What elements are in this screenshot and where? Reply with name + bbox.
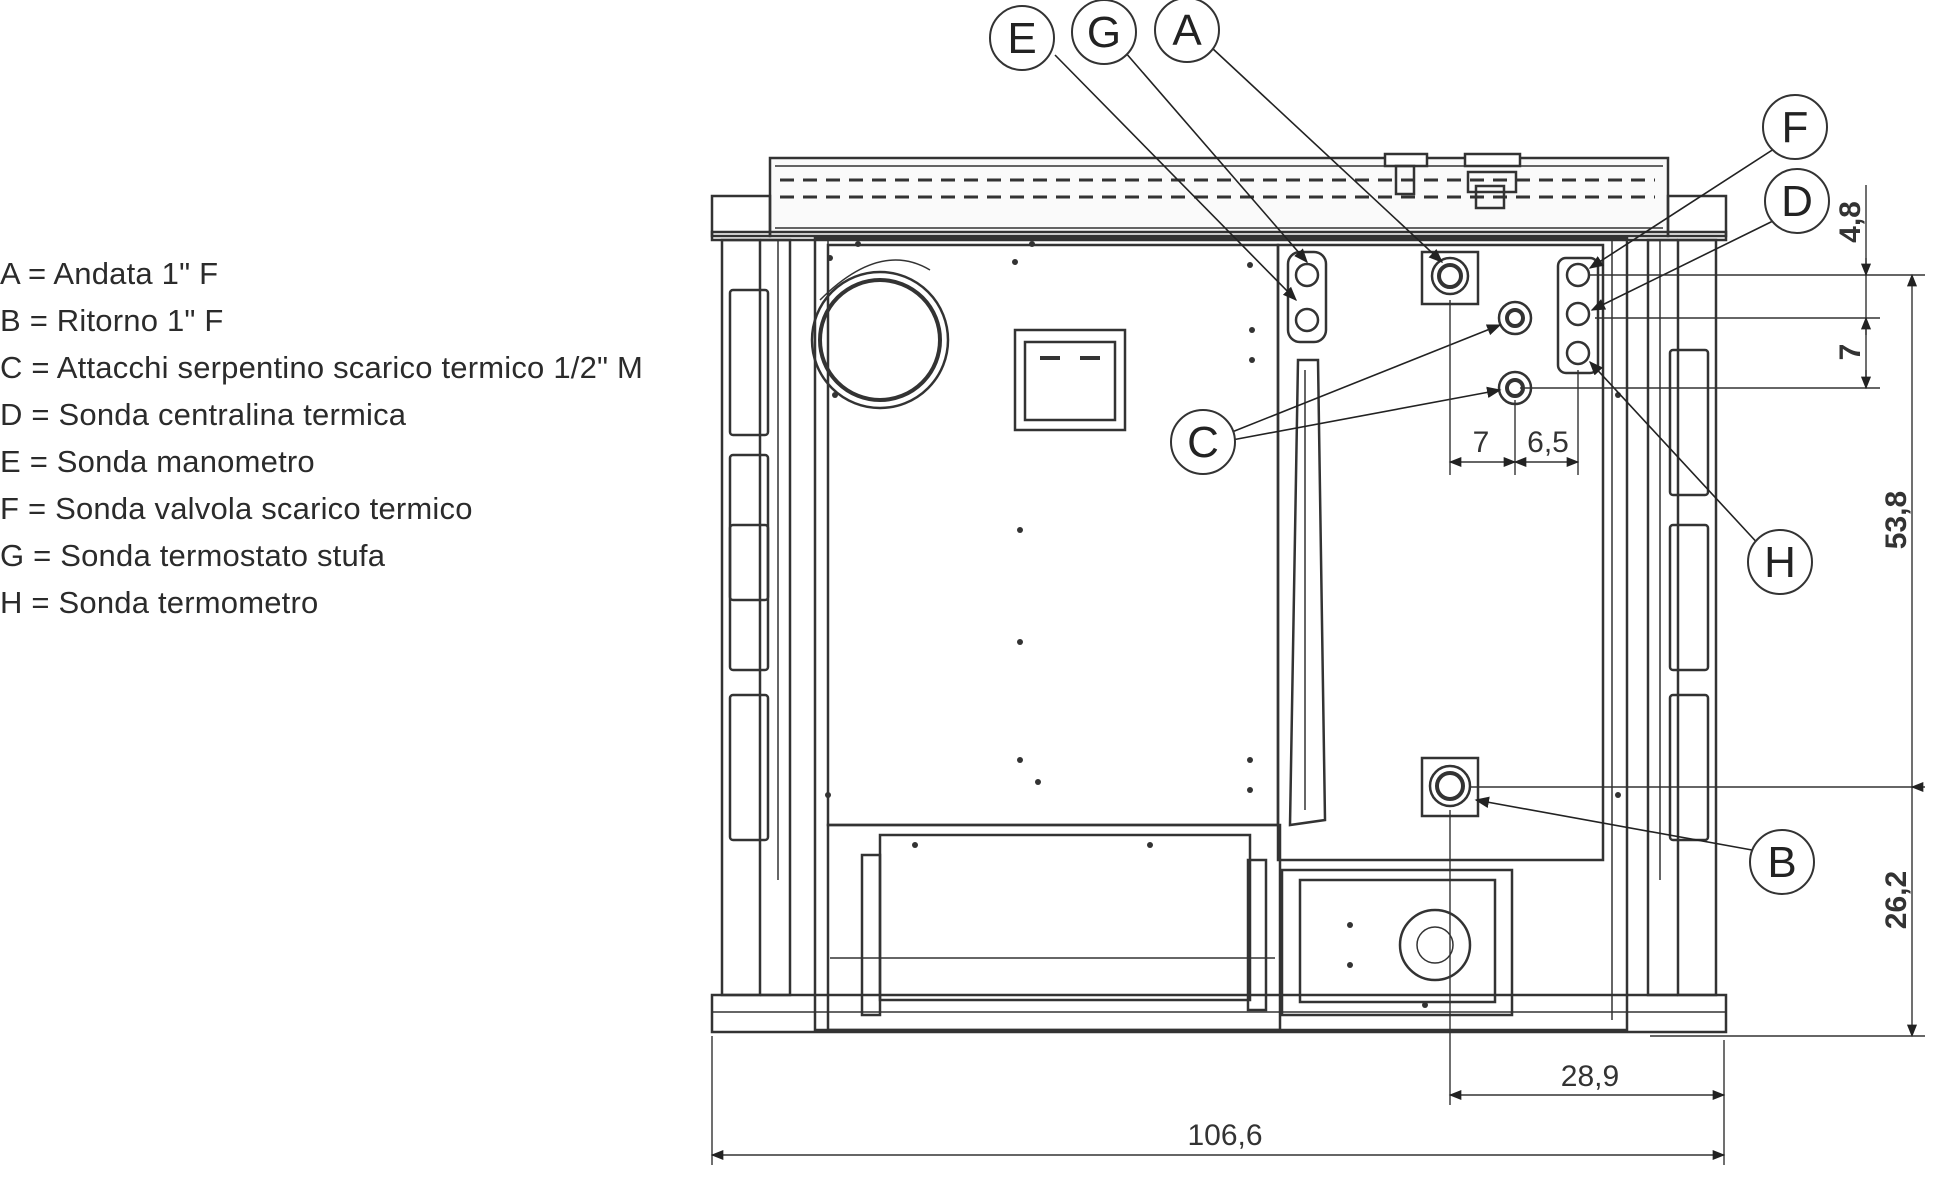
callout-a: A xyxy=(1154,0,1220,63)
callout-c: C xyxy=(1170,409,1236,475)
dim-53-8: 53,8 xyxy=(1880,491,1913,549)
legend-item-d: D = Sonda centralina termica xyxy=(0,397,407,432)
callout-d-label: D xyxy=(1781,177,1813,226)
callout-b-label: B xyxy=(1767,838,1796,887)
callout-f: F xyxy=(1762,94,1828,160)
callout-d: D xyxy=(1764,168,1830,234)
dim-6-5: 6,5 xyxy=(1527,426,1569,459)
legend: A = Andata 1" F B = Ritorno 1" F C = Att… xyxy=(0,250,700,626)
legend-item-e: E = Sonda manometro xyxy=(0,444,315,479)
legend-item-a: A = Andata 1" F xyxy=(0,256,219,291)
callout-a-label: A xyxy=(1172,6,1202,55)
legend-item-b: B = Ritorno 1" F xyxy=(0,303,224,338)
dim-7-horizontal: 7 xyxy=(1473,426,1490,459)
callout-f-label: F xyxy=(1782,103,1809,152)
dim-4-8: 4,8 xyxy=(1834,201,1867,243)
dimension-texts: 4,8 7 53,8 26,2 7 6,5 28,9 106,6 xyxy=(1187,201,1913,1152)
leader-lines xyxy=(1054,47,1781,851)
dim-26-2: 26,2 xyxy=(1880,871,1913,929)
callout-b: B xyxy=(1749,829,1815,895)
callout-g: G xyxy=(1071,0,1137,65)
callout-e: E xyxy=(989,5,1055,71)
callout-g-label: G xyxy=(1087,8,1121,57)
dim-28-9: 28,9 xyxy=(1561,1060,1619,1093)
legend-item-f: F = Sonda valvola scarico termico xyxy=(0,491,473,526)
callout-e-label: E xyxy=(1007,14,1036,63)
callout-h-label: H xyxy=(1764,538,1796,587)
callout-c-label: C xyxy=(1187,418,1219,467)
callout-h: H xyxy=(1747,529,1813,595)
legend-item-g: G = Sonda termostato stufa xyxy=(0,538,386,573)
callouts: E G A F D C H B xyxy=(989,0,1830,895)
bolts xyxy=(825,241,1621,1008)
legend-item-h: H = Sonda termometro xyxy=(0,585,319,620)
dim-106-6: 106,6 xyxy=(1187,1119,1262,1152)
dim-7-vertical: 7 xyxy=(1834,344,1867,361)
stove-body xyxy=(710,152,1728,1034)
dimension-lines xyxy=(710,185,1925,1165)
legend-item-c: C = Attacchi serpentino scarico termico … xyxy=(0,350,644,385)
